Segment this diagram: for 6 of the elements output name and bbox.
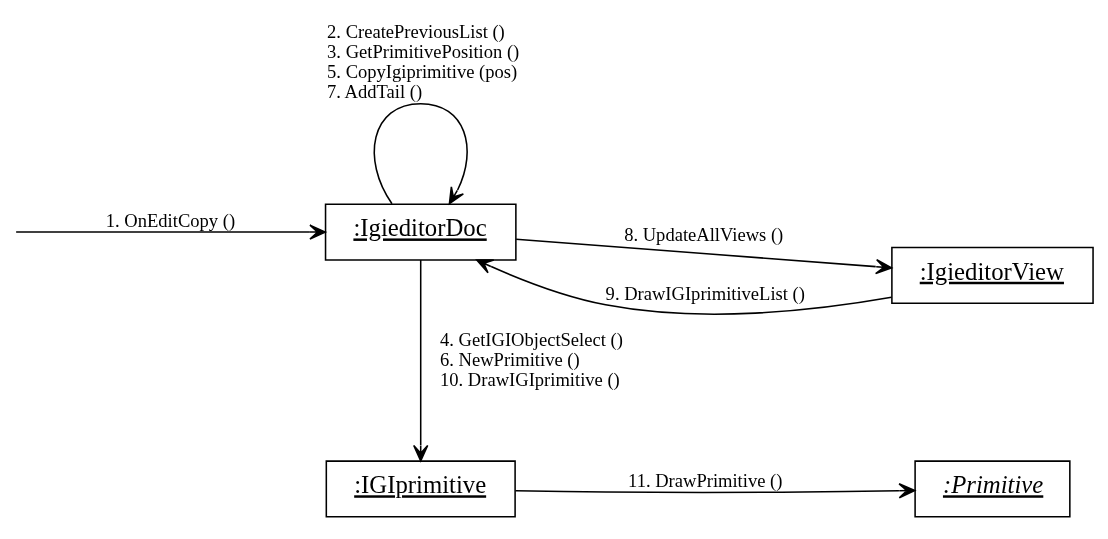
edge-label: 1. OnEditCopy () bbox=[105, 209, 236, 231]
edge-label: 4. GetIGIObjectSelect () bbox=[440, 328, 623, 350]
edge-label: 9. DrawIGIprimitiveList () bbox=[605, 282, 805, 304]
edge-label: 2. CreatePreviousList () bbox=[327, 20, 505, 42]
edge-label: 11. DrawPrimitive () bbox=[628, 469, 783, 491]
edge-label: 8. UpdateAllViews () bbox=[624, 223, 784, 245]
